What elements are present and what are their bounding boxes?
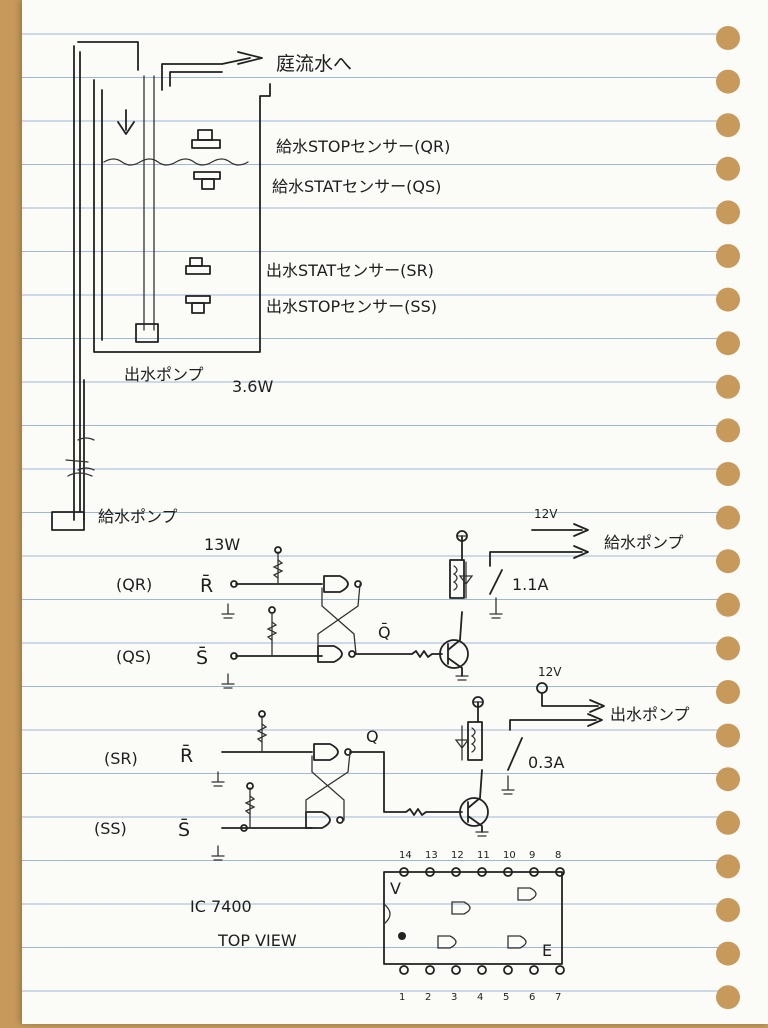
ic-top-pin-pad xyxy=(425,867,435,877)
ic-gnd-label: E xyxy=(542,941,552,960)
circuit1-q-label: Q̄ xyxy=(378,623,391,642)
out-pump-label: 出水ポンプ xyxy=(124,365,204,384)
circuit1-input-s-signal: S̄ xyxy=(196,645,208,669)
circuit2-input-s-name: (SS) xyxy=(94,819,127,838)
ic-bottom-pins: 1 2 3 4 5 6 7 xyxy=(399,965,565,1003)
binder-hole xyxy=(716,374,740,399)
sensor-qs-label: 給水STATセンサー(QS) xyxy=(272,177,441,196)
binder-hole xyxy=(716,592,740,617)
hand-drawn-diagram: 庭流水へ 給水STOPセンサー(QR) 給水STATセンサー(QS) 出水STA… xyxy=(22,26,740,1010)
ic-top-pins: 14 13 12 11 10 9 8 xyxy=(399,850,565,877)
binder-hole xyxy=(716,854,740,879)
ic-top-pin-pad xyxy=(399,867,409,877)
binder-hole xyxy=(716,810,740,835)
ic-top-pin-pad xyxy=(477,867,487,877)
ic-top-pin-number: 11 xyxy=(477,850,490,861)
ic-bottom-pin-number: 3 xyxy=(451,992,457,1003)
binder-hole xyxy=(716,200,740,225)
circuit1-power-label: 13W xyxy=(204,535,240,554)
ic-vcc-label: V xyxy=(390,879,401,898)
ic-bottom-pin-pad xyxy=(503,965,513,975)
binder-hole xyxy=(716,767,740,792)
binder-hole xyxy=(716,113,740,138)
binder-hole xyxy=(716,636,740,661)
ic-bottom-pin-pad xyxy=(451,965,461,975)
binder-holes xyxy=(716,26,740,1010)
binder-hole xyxy=(716,985,740,1010)
ic-bottom-pin-number: 7 xyxy=(555,992,561,1003)
ic-top-pin-number: 8 xyxy=(555,850,561,861)
circuit1-load-label: 給水ポンプ xyxy=(604,533,684,552)
notebook-sheet: 庭流水へ 給水STOPセンサー(QR) 給水STATセンサー(QS) 出水STA… xyxy=(22,0,768,1024)
circuit1-current: 1.1A xyxy=(512,575,548,594)
binder-hole xyxy=(716,941,740,966)
binder-hole xyxy=(716,898,740,922)
ic-bottom-pin-pad xyxy=(425,965,435,975)
sensor-sr-label: 出水STATセンサー(SR) xyxy=(266,261,434,280)
ic-bottom-pin-number: 5 xyxy=(503,992,509,1003)
float-sensor-icon xyxy=(193,171,221,190)
circuit1-input-r-signal: R̄ xyxy=(200,573,213,597)
in-pump-label: 給水ポンプ xyxy=(98,507,178,526)
binder-hole xyxy=(716,156,740,181)
ic-bottom-pin-pad xyxy=(529,965,539,975)
circuit2-input-s-signal: S̄ xyxy=(178,817,190,841)
circuit-2-schematic xyxy=(211,682,605,861)
circuit2-load-label: 出水ポンプ xyxy=(610,705,690,724)
circuit1-supply: 12V xyxy=(534,507,558,521)
ic-bottom-pin-number: 2 xyxy=(425,992,431,1003)
ic-bottom-pin-number: 4 xyxy=(477,992,483,1003)
float-sensor-icon xyxy=(191,129,221,149)
circuit1-input-r-name: (QR) xyxy=(116,575,152,594)
ic-top-pin-number: 10 xyxy=(503,850,516,861)
binder-hole xyxy=(716,549,740,574)
binder-hole xyxy=(716,69,740,94)
ic-7400-pinout xyxy=(383,871,563,965)
binder-hole xyxy=(716,680,740,704)
circuit2-input-r-signal: R̄ xyxy=(180,743,193,767)
binder-hole xyxy=(716,462,740,486)
out-pump-power: 3.6W xyxy=(232,377,273,396)
ic-top-pin-number: 13 xyxy=(425,850,438,861)
ic-top-pin-pad xyxy=(529,867,539,877)
ic-top-pin-pad xyxy=(555,867,565,877)
ic-top-pin-pad xyxy=(503,867,513,877)
ic-bottom-pin-pad xyxy=(477,965,487,975)
float-sensor-icon xyxy=(185,257,211,275)
circuit2-input-r-name: (SR) xyxy=(104,749,138,768)
binder-hole xyxy=(716,331,740,356)
float-sensor-icon xyxy=(185,295,211,314)
ic-subtitle: TOP VIEW xyxy=(217,931,297,950)
ic-top-pin-number: 14 xyxy=(399,850,412,861)
binder-hole xyxy=(716,505,740,530)
ic-bottom-pin-pad xyxy=(399,965,409,975)
ic-bottom-pin-number: 1 xyxy=(399,992,405,1003)
ic-top-pin-pad xyxy=(451,867,461,877)
ic-title: IC 7400 xyxy=(190,897,252,916)
sensor-ss-label: 出水STOPセンサー(SS) xyxy=(266,297,437,316)
binder-hole xyxy=(716,26,740,50)
out-pump-icon xyxy=(135,323,159,343)
ic-bottom-pin-pad xyxy=(555,965,565,975)
binder-hole xyxy=(716,287,740,312)
circuit-1-schematic xyxy=(221,523,589,689)
ic-top-pin-number: 9 xyxy=(529,850,535,861)
circuit2-supply: 12V xyxy=(538,665,562,679)
in-pump-icon xyxy=(51,511,85,531)
ic-bottom-pin-number: 6 xyxy=(529,992,535,1003)
binder-hole xyxy=(716,723,740,748)
ruled-lines xyxy=(22,33,722,992)
water-tank-drawing xyxy=(51,41,271,531)
circuit1-input-s-name: (QS) xyxy=(116,647,151,666)
circuit2-current: 0.3A xyxy=(528,753,564,772)
sensor-qr-label: 給水STOPセンサー(QR) xyxy=(276,137,450,156)
binder-hole xyxy=(716,418,740,443)
overflow-label: 庭流水へ xyxy=(276,53,352,75)
binder-hole xyxy=(716,244,740,268)
ic-top-pin-number: 12 xyxy=(451,850,464,861)
circuit2-q-label: Q xyxy=(366,727,379,746)
